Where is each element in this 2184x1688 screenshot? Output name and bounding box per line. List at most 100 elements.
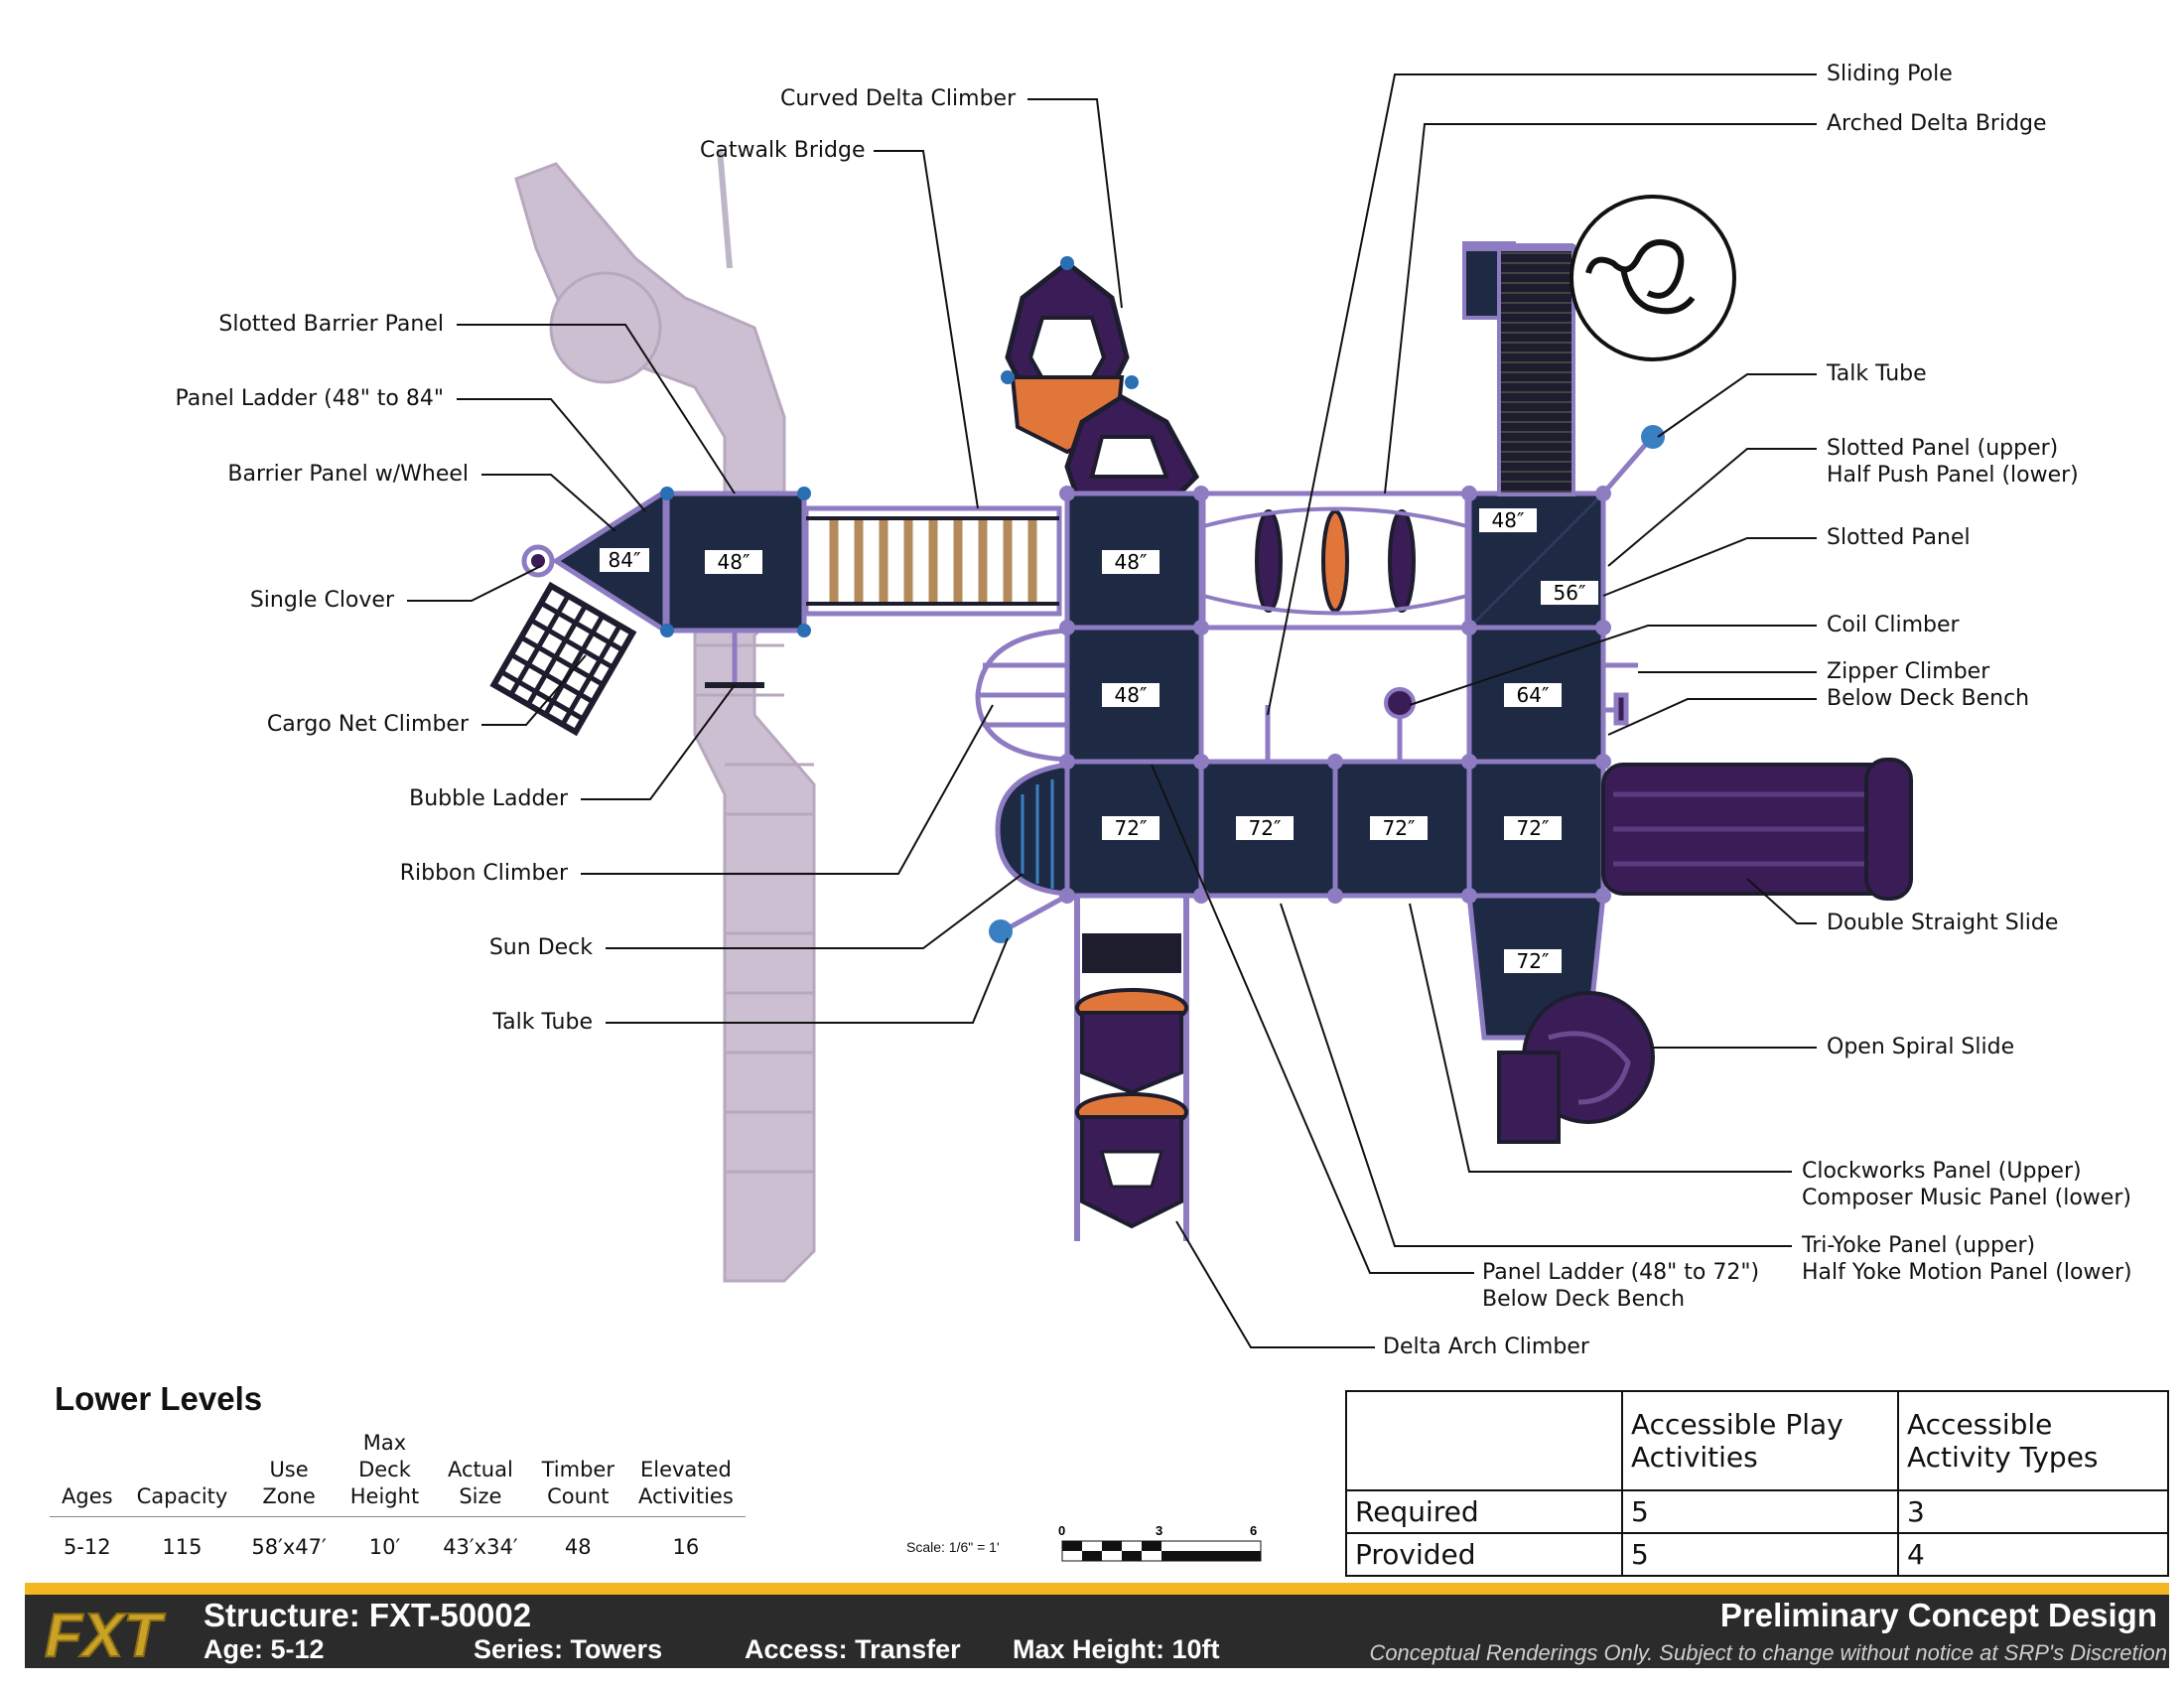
svg-text:72″: 72″ xyxy=(1249,816,1282,840)
svg-text:72″: 72″ xyxy=(1115,816,1148,840)
label-composer-music-panel: Composer Music Panel (lower) xyxy=(1802,1186,2131,1210)
zipper-climber-shape xyxy=(1603,662,1638,726)
label-clockworks-panel: Clockworks Panel (Upper) xyxy=(1802,1159,2082,1184)
value-timber-count: 48 xyxy=(564,1535,592,1559)
label-talk-tube-left: Talk Tube xyxy=(492,1010,593,1035)
arched-delta-bridge-shape xyxy=(1200,491,1470,631)
label-half-yoke-motion: Half Yoke Motion Panel (lower) xyxy=(1802,1260,2132,1285)
label-zipper-climber: Zipper Climber xyxy=(1827,659,1990,684)
label-sliding-pole: Sliding Pole xyxy=(1827,62,1953,86)
label-below-deck-bench-bottom: Below Deck Bench xyxy=(1482,1287,1686,1312)
value-actual-size: 43′x34′ xyxy=(443,1535,518,1559)
header-capacity: Capacity xyxy=(124,1430,240,1517)
value-ages: 5-12 xyxy=(63,1535,111,1559)
deck-tag: 72″ xyxy=(1102,816,1160,840)
open-spiral-slide-shape xyxy=(1497,991,1655,1144)
fxt-logo: FXT xyxy=(44,1601,167,1666)
footer-structure: Structure: FXT-50002 xyxy=(204,1597,532,1633)
deck-tag: 72″ xyxy=(1504,949,1562,973)
access-row-label: Required xyxy=(1345,1489,1623,1534)
deck-tag: 72″ xyxy=(1236,816,1294,840)
label-slotted-panel-upper: Slotted Panel (upper) xyxy=(1827,436,2059,461)
frame-posts xyxy=(660,256,1611,904)
label-cargo-net-climber: Cargo Net Climber xyxy=(266,712,469,737)
footer-bar: FXT Structure: FXT-50002 Age: 5-12 Serie… xyxy=(25,1583,2169,1668)
deck-tag: 56″ xyxy=(1541,581,1598,605)
svg-text:84″: 84″ xyxy=(609,548,641,572)
access-required-types: 3 xyxy=(1897,1489,2169,1534)
talk-tube-left-shape xyxy=(989,893,1069,943)
curved-delta-climber-shape xyxy=(1005,259,1200,499)
tube-slide-ghost xyxy=(514,162,816,1283)
accessibility-symbol xyxy=(1570,195,1736,361)
label-below-deck-bench-right: Below Deck Bench xyxy=(1827,686,2030,711)
value-capacity: 115 xyxy=(162,1535,203,1559)
scale-bar: 0 3 6 xyxy=(1058,1523,1262,1562)
footer-disclaimer: Conceptual Renderings Only. Subject to c… xyxy=(1369,1640,2167,1665)
talk-tube-right-shape xyxy=(1601,425,1665,495)
access-header-types: Accessible Activity Types xyxy=(1897,1390,2169,1491)
label-panel-ladder-84: Panel Ladder (48" to 84" xyxy=(175,386,444,411)
lower-levels-title: Lower Levels xyxy=(55,1380,263,1417)
header-ages: Ages xyxy=(50,1430,125,1517)
deck-tag: 72″ xyxy=(1370,816,1428,840)
svg-text:48″: 48″ xyxy=(1492,508,1525,532)
value-elevated-activities: 16 xyxy=(672,1535,700,1559)
label-curved-delta-climber: Curved Delta Climber xyxy=(780,86,1017,111)
label-tri-yoke-panel: Tri-Yoke Panel (upper) xyxy=(1802,1233,2036,1258)
label-slotted-barrier-panel: Slotted Barrier Panel xyxy=(218,312,444,337)
deck-height-tags: 84″ 48″ 48″ 48″ 72″ 72″ 72″ 72″ 48″ 56″ … xyxy=(600,508,1598,973)
footer-design-title: Preliminary Concept Design xyxy=(1719,1597,2157,1633)
leader-lines xyxy=(407,73,1817,1348)
label-slotted-panel: Slotted Panel xyxy=(1827,525,1971,550)
access-corner xyxy=(1345,1390,1623,1491)
value-use-zone: 58′x47′ xyxy=(251,1535,327,1559)
label-double-straight-slide: Double Straight Slide xyxy=(1827,911,2059,935)
scale-tick: 0 xyxy=(1058,1523,1065,1538)
ghost-pole xyxy=(717,148,733,269)
label-panel-ladder-72: Panel Ladder (48" to 72") xyxy=(1482,1260,1760,1285)
double-straight-slide-shape xyxy=(1601,758,1913,901)
deck-tag: 48″ xyxy=(1102,550,1160,574)
label-ribbon-climber: Ribbon Climber xyxy=(399,861,568,886)
deck-tag: 48″ xyxy=(1102,683,1160,707)
svg-text:FXT: FXT xyxy=(45,1602,166,1666)
deck-tag: 84″ xyxy=(600,548,649,572)
delta-arch-climber-shape xyxy=(1074,896,1189,1241)
catwalk-bridge-shape xyxy=(803,505,1062,617)
svg-text:72″: 72″ xyxy=(1517,816,1550,840)
scale-tick: 3 xyxy=(1156,1523,1162,1538)
svg-text:56″: 56″ xyxy=(1554,581,1586,605)
footer-max-height: Max Height: 10ft xyxy=(1013,1634,1220,1664)
access-row-label: Provided xyxy=(1345,1532,1623,1577)
scale-tick: 6 xyxy=(1250,1523,1257,1538)
access-provided-play: 5 xyxy=(1621,1532,1899,1577)
value-max-deck-height: 10′ xyxy=(368,1535,401,1559)
label-barrier-panel-wheel: Barrier Panel w/Wheel xyxy=(227,462,469,487)
label-talk-tube-right: Talk Tube xyxy=(1827,361,1927,386)
svg-text:48″: 48″ xyxy=(1115,550,1148,574)
upper-stair xyxy=(1462,241,1575,496)
svg-text:48″: 48″ xyxy=(718,550,751,574)
label-arched-delta-bridge: Arched Delta Bridge xyxy=(1827,111,2047,136)
label-bubble-ladder: Bubble Ladder xyxy=(409,786,568,811)
footer-series: Series: Towers xyxy=(474,1634,663,1664)
svg-text:72″: 72″ xyxy=(1383,816,1416,840)
access-required-play: 5 xyxy=(1621,1489,1899,1534)
label-coil-climber: Coil Climber xyxy=(1827,613,1960,637)
svg-text:72″: 72″ xyxy=(1517,949,1550,973)
scale-label: Scale: 1/6" = 1' xyxy=(906,1539,1000,1555)
label-catwalk-bridge: Catwalk Bridge xyxy=(700,138,866,163)
deck-tag: 48″ xyxy=(705,550,762,574)
deck-tag: 72″ xyxy=(1504,816,1562,840)
svg-text:48″: 48″ xyxy=(1115,683,1148,707)
access-header-play: Accessible Play Activities xyxy=(1621,1390,1899,1491)
coil-climber-shape xyxy=(1384,687,1416,719)
deck-tag: 48″ xyxy=(1479,508,1537,532)
access-provided-types: 4 xyxy=(1897,1532,2169,1577)
